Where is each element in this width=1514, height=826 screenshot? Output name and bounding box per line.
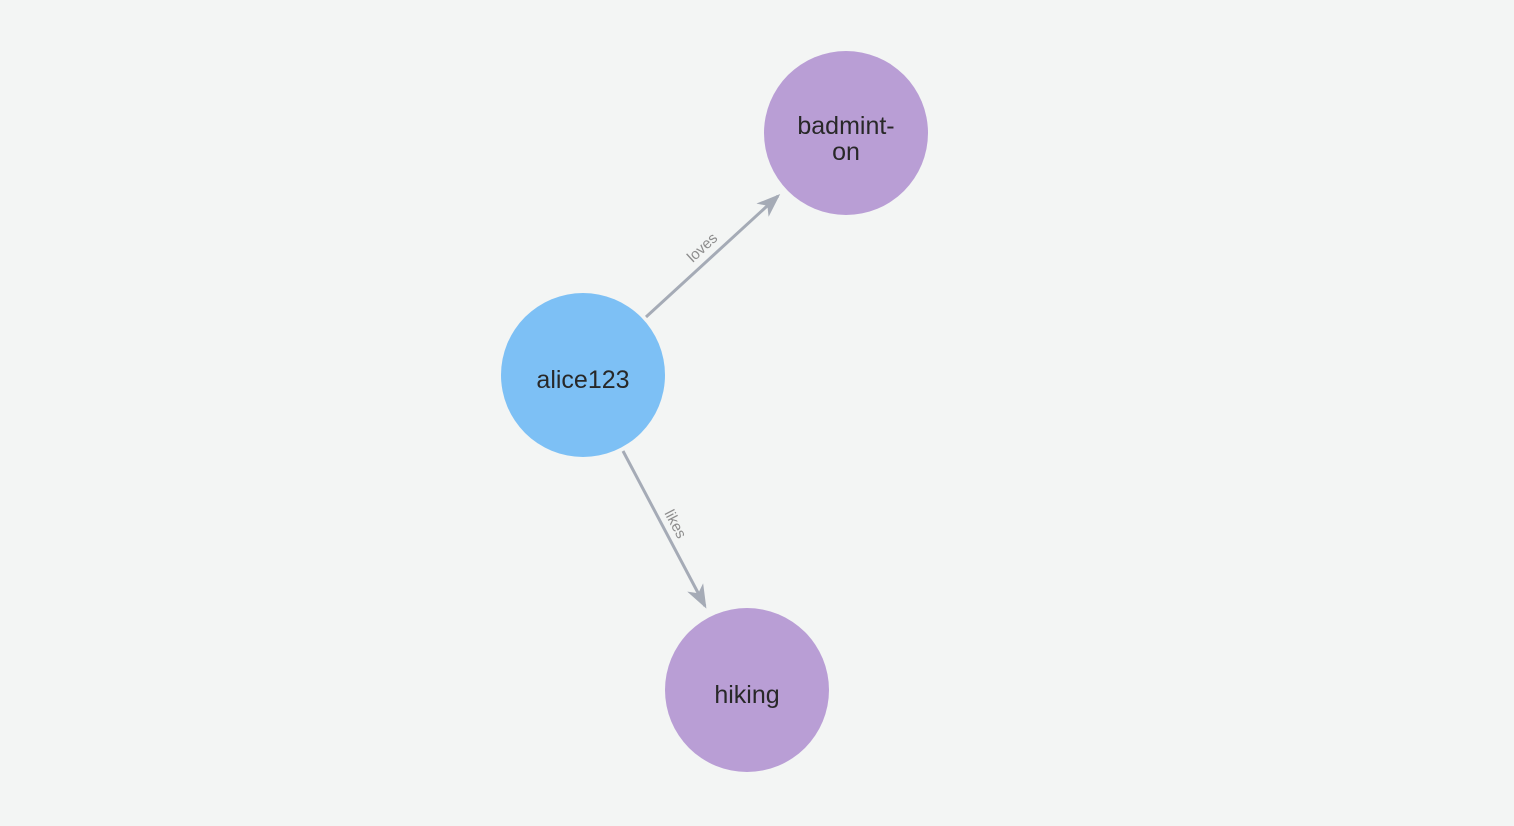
edge-loves-label: loves [684, 230, 721, 266]
edge-likes-line[interactable] [621, 450, 707, 609]
edge-loves-line[interactable] [644, 193, 781, 319]
node-alice123-circle[interactable] [501, 293, 665, 457]
node-alice123[interactable]: alice123 [501, 293, 665, 457]
edge-likes[interactable]: likes [621, 450, 707, 609]
node-hiking-circle[interactable] [665, 608, 829, 772]
node-hiking[interactable]: hiking [665, 608, 829, 772]
edge-likes-label: likes [661, 507, 690, 541]
node-badminton[interactable]: badmint-on [764, 51, 928, 215]
edge-loves[interactable]: loves [644, 193, 781, 319]
node-badminton-circle[interactable] [764, 51, 928, 215]
